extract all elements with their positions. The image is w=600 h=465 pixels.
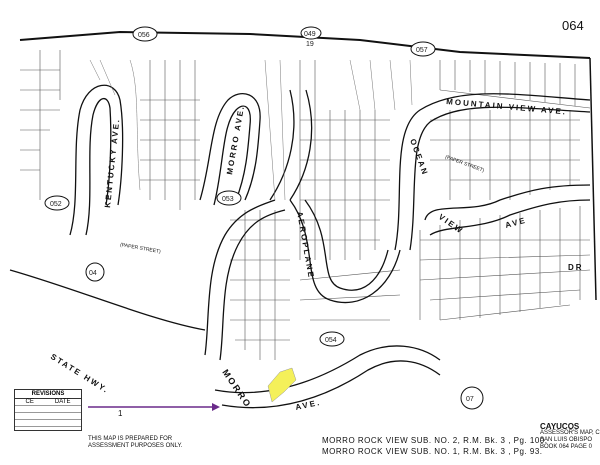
revisions-row	[15, 413, 81, 420]
parcel-ref-053	[216, 190, 242, 206]
street-label-kentucky: KENTUCKY AVE.	[103, 117, 121, 208]
parcel-details	[89, 59, 413, 201]
parcel-ref-056	[132, 26, 158, 42]
revisions-row	[15, 420, 81, 427]
parcel-ref-04-label: 04	[89, 270, 97, 277]
brand-line-1: ASSESSOR'S MAP, C	[540, 430, 600, 436]
street-label-mountain-view: MOUNTAIN VIEW AVE.	[446, 97, 568, 117]
revisions-title: REVISIONS	[15, 390, 81, 399]
footer-ref-1: MORRO ROCK VIEW SUB. NO. 2, R.M. Bk. 3 ,…	[322, 436, 548, 445]
revisions-col-b: DATE	[54, 399, 71, 405]
parcel-ref-052-label: 052	[50, 201, 62, 208]
parcel-ref-052	[44, 195, 70, 211]
assessor-brand: CAYUCOS ASSESSOR'S MAP, C SAN LUIS OBISP…	[540, 423, 600, 451]
parcel-ref-054	[319, 331, 345, 347]
parcel-ref-053-label: 053	[222, 196, 234, 203]
map-boundary-right	[589, 57, 597, 301]
brand-line-2: SAN LUIS OBISPO	[540, 437, 593, 443]
street-label-ave-bottom: AVE.	[295, 398, 322, 412]
street-label-morro-upper: MORRO AVE.	[225, 104, 246, 175]
parcel-ref-circles: 056 049 19 057 052 053 054 04 07	[44, 26, 484, 410]
parcel-ref-07-label: 07	[466, 396, 474, 403]
notice-line-2: ASSESSMENT PURPOSES ONLY.	[88, 443, 183, 449]
parcel-ref-056-label: 056	[138, 32, 150, 39]
revisions-col-a: CE	[25, 399, 34, 405]
footer-ref-2: MORRO ROCK VIEW SUB. NO. 1, R.M. Bk. 3 ,…	[322, 447, 543, 456]
brand-line-3: BOOK 064 PAGE 0	[540, 444, 592, 450]
parcel-ref-049-sub: 19	[306, 41, 314, 48]
parcel-ref-057	[410, 41, 436, 57]
parcel-ref-049-label: 049	[304, 31, 316, 38]
arrow-label: 1	[118, 409, 123, 418]
revisions-row	[15, 406, 81, 413]
street-label-ave-right: AVE	[504, 216, 527, 230]
parcel-ref-049	[300, 26, 322, 40]
pointer-arrowhead	[212, 403, 220, 411]
street-label-view: VIEW	[437, 212, 465, 236]
roads	[9, 84, 591, 409]
street-label-aeroplane: AEROPLANE	[295, 211, 316, 280]
assessment-notice: THIS MAP IS PREPARED FOR ASSESSMENT PURP…	[88, 436, 182, 450]
highlighted-parcel	[267, 367, 297, 403]
street-label-paper-right: (PAPER STREET)	[444, 154, 485, 174]
parcel-ref-07	[460, 386, 484, 410]
revisions-header-row: CE DATE	[15, 399, 81, 406]
revisions-legend: REVISIONS CE DATE	[14, 389, 82, 431]
parcel-ref-04	[85, 262, 105, 282]
street-label-ocean: OCEAN	[408, 138, 430, 178]
street-label-paper-left: (PAPER STREET)	[120, 242, 162, 255]
parcel-ref-054-label: 054	[325, 337, 337, 344]
parcel-ref-057-label: 057	[416, 47, 428, 54]
page-number: 064	[562, 18, 584, 33]
street-label-morro-lower: MORRO	[220, 368, 253, 410]
notice-line-1: THIS MAP IS PREPARED FOR	[88, 436, 173, 442]
street-label-dr: DR	[568, 263, 584, 272]
parcel-grid	[20, 50, 591, 360]
brand-town: CAYUCOS	[540, 422, 580, 431]
